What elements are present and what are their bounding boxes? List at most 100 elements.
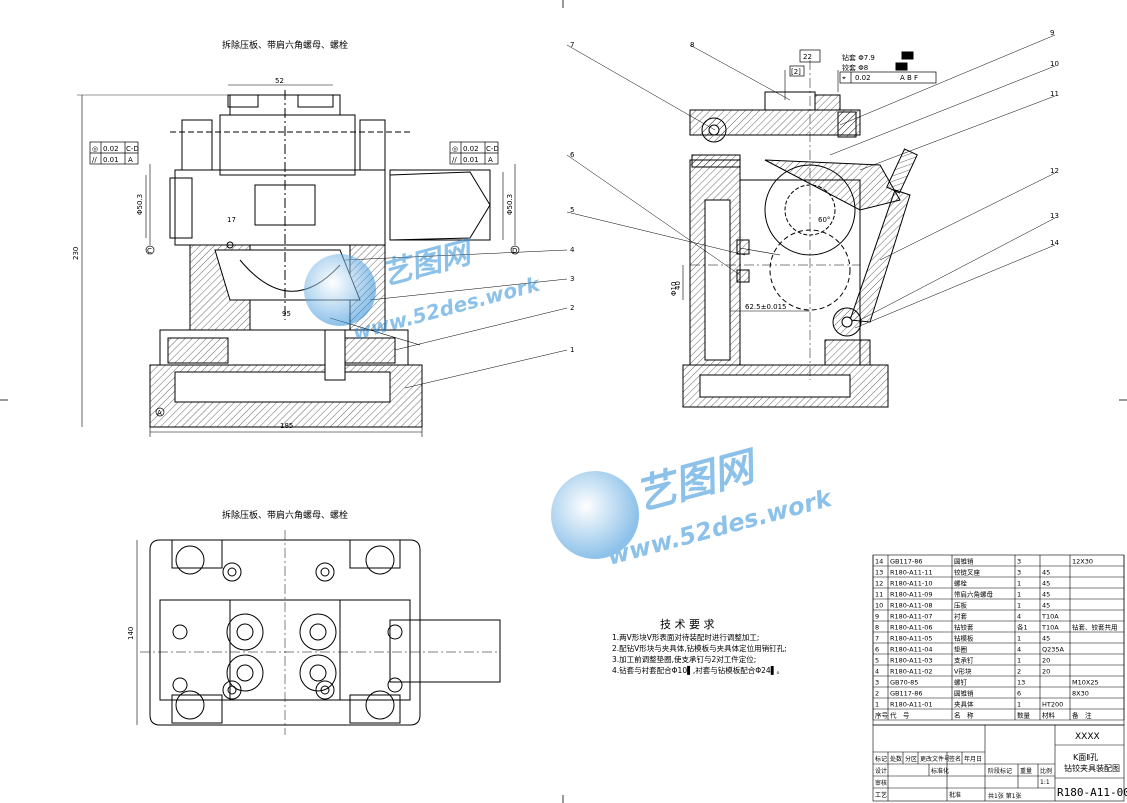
tol-left-2-sym: // xyxy=(92,156,97,164)
bom-cell: 1 xyxy=(1017,591,1021,599)
tech-item-3: 3.加工前调整垫圈,使支承钉与2对工件定位; xyxy=(612,654,756,664)
bom-cell: 垫圈 xyxy=(954,645,967,654)
label-review: 审核 xyxy=(875,779,887,787)
bom-cell: 10 xyxy=(875,602,883,610)
bom-cell: GB117-86 xyxy=(890,558,923,566)
front-view-note: 拆除压板、带肩六角螺母、螺栓 xyxy=(222,39,348,51)
balloon-13: 13 xyxy=(1050,212,1059,220)
sheet-count: 共1张 第1张 xyxy=(988,792,1022,800)
bom-cell: 12 xyxy=(875,580,883,588)
side-tol-val: 0.02 xyxy=(855,74,871,82)
balloon-2: 2 xyxy=(570,304,574,312)
bom-cell: 5 xyxy=(875,657,879,665)
company: XXXX xyxy=(1075,732,1100,742)
bom-cell: 45 xyxy=(1042,591,1050,599)
side-dim-small: [2] xyxy=(791,68,801,76)
balloon-labels: 1 2 3 4 5 6 7 8 9 10 11 12 13 14 xyxy=(570,29,1059,354)
tol-right-2-sym: // xyxy=(452,156,457,164)
bom-cell: R180-A11-10 xyxy=(890,580,932,588)
bom-cell: 3 xyxy=(1017,558,1021,566)
bom-cell: 支承钉 xyxy=(954,656,974,665)
bom-cell: R180-A11-09 xyxy=(890,591,932,599)
balloon-3: 3 xyxy=(570,275,574,283)
side-tol-sym: ⌖ xyxy=(842,74,846,82)
label-date: 年月日 xyxy=(964,755,982,763)
top-view-note: 拆除压板、带肩六角螺母、螺栓 xyxy=(222,509,348,521)
label-design: 设计 xyxy=(875,767,887,775)
datum-d: D xyxy=(512,247,517,255)
side-tol-ref: A B F xyxy=(900,74,918,82)
watermark-globe-icon-2 xyxy=(551,471,639,559)
top-view xyxy=(136,530,501,735)
bom-cell: 8 xyxy=(875,624,879,632)
label-change-doc: 更改文件号 xyxy=(920,755,950,763)
bom-cell: 3 xyxy=(1017,569,1021,577)
bom-cell: 2 xyxy=(875,690,879,698)
tech-item-1: 1.两V形块V形表面对待装配时进行调整加工; xyxy=(612,632,759,642)
side-dim-dia: Φ10 xyxy=(670,282,678,296)
side-view-text: 22 [2] 40 62.5±0.015 Φ10 60° 钻套 Φ7.9 铰套 … xyxy=(670,53,918,311)
bom-cell: 12X30 xyxy=(1072,558,1093,566)
watermark-brand: 艺图网 xyxy=(378,235,478,293)
label-weight: 重量 xyxy=(1020,767,1032,775)
bom-cell: Q235A xyxy=(1042,646,1065,654)
bom-cell: 45 xyxy=(1042,602,1050,610)
bom-header-cell: 名 称 xyxy=(954,711,974,720)
tol-left-2-ref: A xyxy=(128,156,133,164)
tech-requirements: 技 术 要 求 1.两V形块V形表面对待装配时进行调整加工; 2.配钻V形块与夹… xyxy=(612,618,787,675)
drawing-name-2: 钻铰夹具装配图 xyxy=(1064,763,1120,773)
scale-value: 1:1 xyxy=(1040,779,1050,786)
bom-cell: R180-A11-08 xyxy=(890,602,932,610)
dim-bore-left: Φ50.3 xyxy=(136,194,144,215)
tol-right-2-ref: A xyxy=(488,156,493,164)
balloon-14: 14 xyxy=(1050,239,1059,247)
bom-cell: 1 xyxy=(1017,701,1021,709)
bom-cell: 钻模板 xyxy=(954,634,974,643)
bom-cell: R180-A11-11 xyxy=(890,569,932,577)
balloon-5: 5 xyxy=(570,206,574,214)
tol-left-1-val: 0.02 xyxy=(103,145,119,153)
datum-c: C xyxy=(147,247,152,255)
tol-left-1-sym: ◎ xyxy=(92,145,98,153)
balloon-6: 6 xyxy=(570,151,575,159)
bom-cell: 2 xyxy=(1017,668,1021,676)
bom-cell: 11 xyxy=(875,591,883,599)
side-dim-base: 62.5±0.015 xyxy=(745,303,787,311)
bom-cell: 钻套、铰套共用 xyxy=(1072,623,1118,632)
label-count: 处数 xyxy=(890,755,902,763)
bom-cell: T10A xyxy=(1041,613,1059,621)
watermark-globe-icon xyxy=(304,254,376,326)
bom-cell: R180-A11-06 xyxy=(890,624,932,632)
tol-left-1-ref: C-D xyxy=(126,145,139,153)
tech-item-4: 4.钻套与衬套配合Φ10▌,衬套与钻模板配合Φ24▌。 xyxy=(612,665,784,675)
title-block-text: XXXX K面Ⅱ孔 钻铰夹具装配图 R180-A11-00 1:1 共1张 第1… xyxy=(875,732,1127,800)
bom-cell: 8X30 xyxy=(1072,690,1089,698)
bom-cell: 螺钉 xyxy=(954,678,968,687)
bom-cell: 7 xyxy=(875,635,879,643)
bom-cell: GB70-85 xyxy=(890,679,918,687)
dim-top: 52 xyxy=(275,77,284,85)
drill-note-1: 钻套 Φ7.9 xyxy=(842,53,875,62)
bom-cell: 夹具体 xyxy=(954,700,974,709)
drawing-name-1: K面Ⅱ孔 xyxy=(1073,753,1098,762)
bom-cell: 4 xyxy=(1017,613,1021,621)
bom-cell: 1 xyxy=(1017,602,1021,610)
bom-cell: T10A xyxy=(1041,624,1059,632)
dim-height: 230 xyxy=(72,247,80,260)
bom-cell: 带肩六角螺母 xyxy=(954,590,994,599)
tol-right-1-ref: C-D xyxy=(486,145,499,153)
label-ratio: 比例 xyxy=(1040,767,1052,775)
tol-right-2-val: 0.01 xyxy=(463,156,479,164)
bom-cell: 14 xyxy=(875,558,883,566)
bom-cell: 钻铰套 xyxy=(954,623,974,632)
balloon-9: 9 xyxy=(1050,29,1054,37)
balloon-12: 12 xyxy=(1050,167,1059,175)
label-standard: 标准化 xyxy=(931,767,949,775)
bom-cell: 45 xyxy=(1042,580,1050,588)
dim-width: 185 xyxy=(280,422,293,430)
bom-cell: R180-A11-02 xyxy=(890,668,932,676)
bom-cell: 45 xyxy=(1042,635,1050,643)
